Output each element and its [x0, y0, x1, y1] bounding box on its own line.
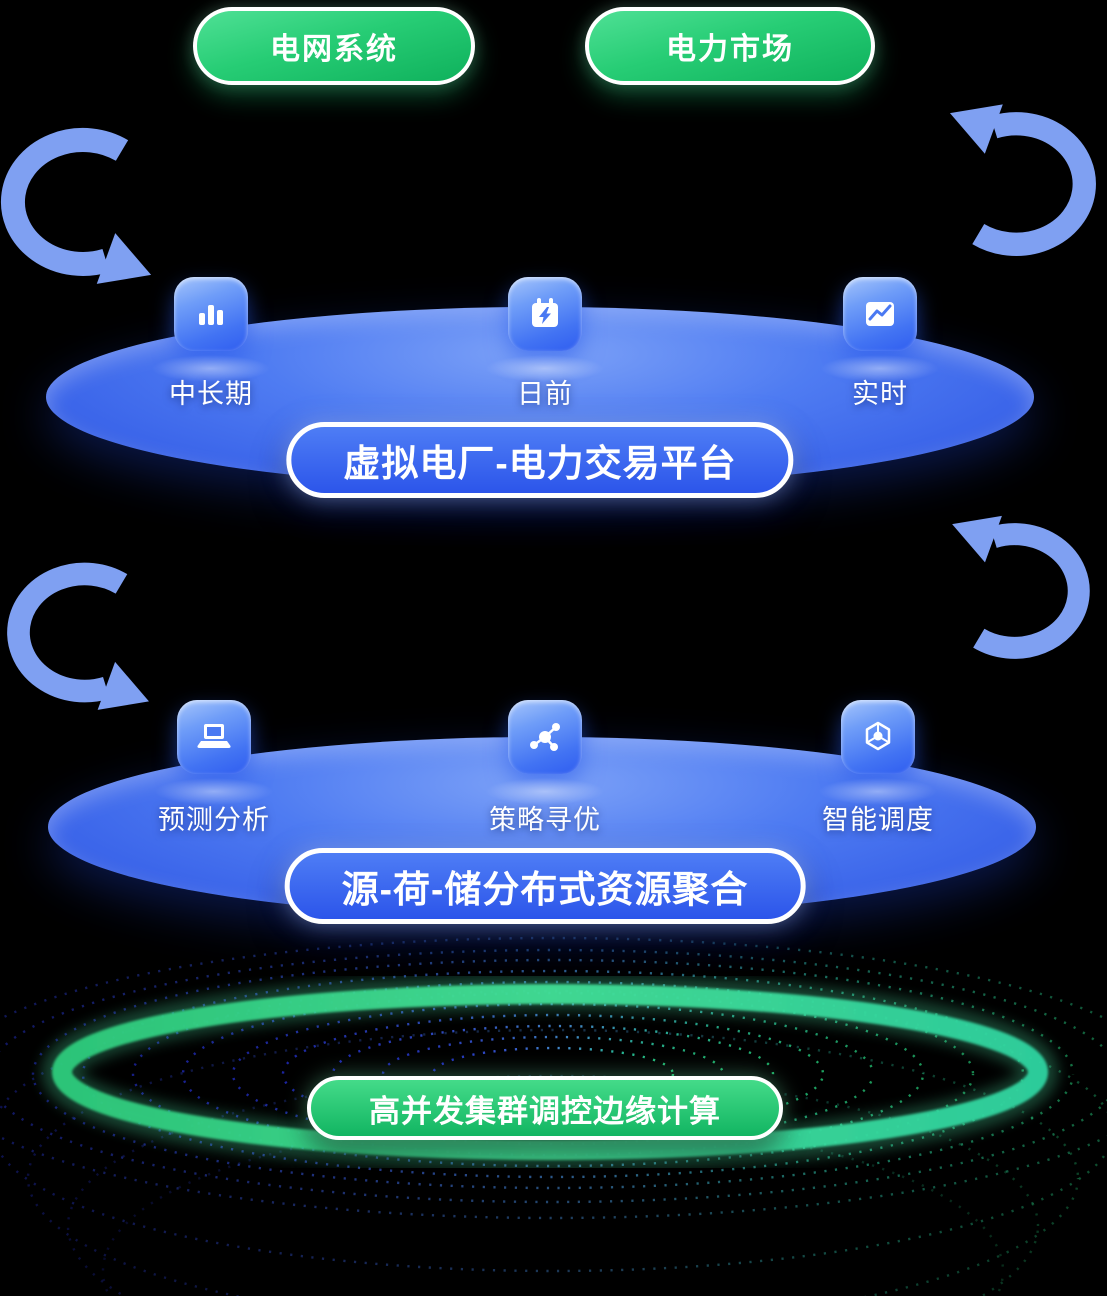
- trading-platform-title-pill: 虚拟电厂-电力交易平台: [286, 422, 794, 498]
- molecule-icon: [508, 700, 582, 774]
- cycle-arrow-top-right-icon: [949, 104, 1096, 256]
- laptop-icon: [177, 700, 251, 774]
- aggregation-item-label-dispatch: 智能调度: [822, 805, 934, 835]
- grid-system-badge: 电网系统: [193, 7, 475, 85]
- hexagon-network-icon: [841, 700, 915, 774]
- edge-computing-pill: 高并发集群调控边缘计算: [307, 1076, 783, 1140]
- trading-item-label-realtime: 实时: [852, 379, 908, 409]
- cycle-arrow-top-left-icon: [0, 127, 152, 284]
- edge-computing-title: 高并发集群调控边缘计算: [369, 1093, 721, 1129]
- trading-item-label-midlong: 中长期: [169, 379, 253, 409]
- trading-platform-title: 虚拟电厂-电力交易平台: [343, 443, 737, 484]
- cycle-arrow-mid-right-icon: [952, 515, 1090, 659]
- cycle-arrow-mid-left-icon: [7, 562, 149, 710]
- calendar-bolt-icon: [508, 277, 582, 351]
- particle-vortex-graphic: [0, 936, 1107, 1296]
- aggregation-item-label-strategy: 策略寻优: [489, 805, 601, 835]
- trading-item-label-dayahead: 日前: [517, 379, 573, 409]
- aggregation-item-label-forecast: 预测分析: [158, 805, 270, 835]
- aggregation-title: 源-荷-储分布式资源聚合: [341, 869, 749, 910]
- grid-system-label: 电网系统: [270, 33, 398, 66]
- power-market-label: 电力市场: [666, 33, 794, 66]
- edge-ring: [52, 984, 1048, 1160]
- trend-line-icon: [843, 277, 917, 351]
- aggregation-title-pill: 源-荷-储分布式资源聚合: [284, 848, 806, 924]
- power-market-badge: 电力市场: [585, 7, 875, 85]
- bar-chart-icon: [174, 277, 248, 351]
